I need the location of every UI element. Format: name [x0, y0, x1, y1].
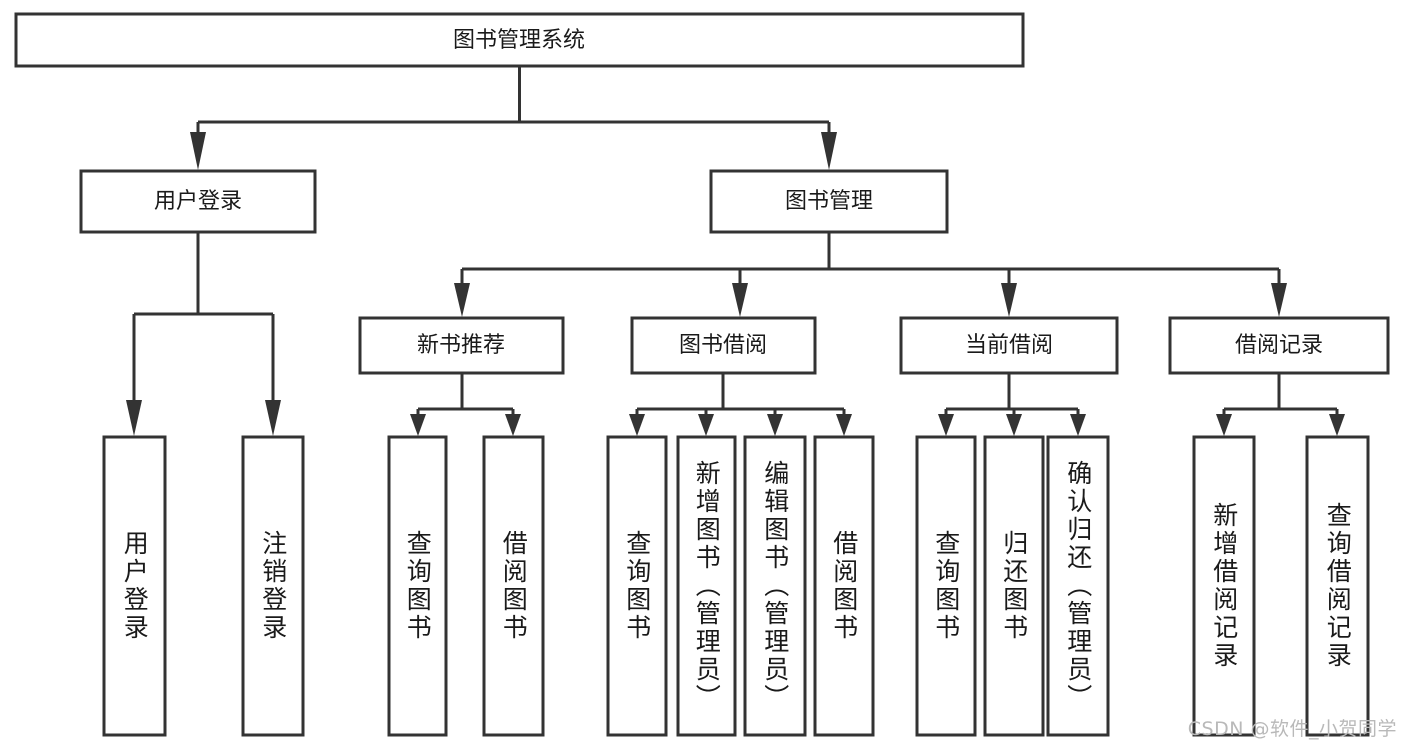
leaf-borrow-book-rec[interactable]	[482, 435, 545, 737]
node-root-box[interactable]	[14, 12, 1025, 68]
leaf-add-borrow-record[interactable]	[1192, 435, 1256, 737]
arrow-to-leaf-return-book	[1006, 414, 1022, 436]
arrow-to-leaf-add-record	[1216, 414, 1232, 436]
leaf-add-borrow-record-box[interactable]	[1192, 435, 1256, 737]
node-borrow-record-label: 借阅记录	[1235, 333, 1323, 358]
leaf-query-book-rec[interactable]	[387, 435, 448, 737]
leaf-query-borrow-record-box[interactable]	[1305, 435, 1370, 737]
node-user-login[interactable]: 用户登录	[79, 169, 317, 234]
node-book-management-box[interactable]	[709, 169, 949, 234]
arrow-to-new-book-rec	[454, 283, 470, 317]
leaf-borrow-book-rec-box[interactable]	[482, 435, 545, 737]
node-book-borrow-box[interactable]	[630, 316, 817, 375]
node-book-management-label: 图书管理	[785, 189, 873, 214]
arrow-to-leaf-query-record	[1329, 414, 1345, 436]
arrow-to-book-manage	[821, 132, 837, 170]
leaf-add-book[interactable]	[676, 435, 737, 737]
arrow-to-user-login	[190, 132, 206, 170]
arrow-to-leaf-query-book-1	[410, 414, 426, 436]
node-current-borrow-box[interactable]	[899, 316, 1119, 375]
node-borrow-record-box[interactable]	[1168, 316, 1390, 375]
node-new-book-recommend[interactable]: 新书推荐	[358, 316, 565, 375]
leaf-confirm-return-box[interactable]	[1046, 435, 1110, 737]
leaf-logout[interactable]	[241, 435, 305, 737]
leaf-borrow-book-box[interactable]	[813, 435, 875, 737]
leaf-query-book-current[interactable]	[915, 435, 977, 737]
leaf-add-book-box[interactable]	[676, 435, 737, 737]
leaf-user-login[interactable]	[102, 435, 167, 737]
node-user-login-label: 用户登录	[154, 189, 242, 214]
node-book-borrow[interactable]: 图书借阅	[630, 316, 817, 375]
leaf-edit-book-box[interactable]	[743, 435, 807, 737]
arrow-to-leaf-query-book-2	[629, 414, 645, 436]
node-new-book-recommend-box[interactable]	[358, 316, 565, 375]
watermark: CSDN @软件_小贺同学	[1187, 718, 1397, 740]
arrow-to-borrow-record	[1271, 283, 1287, 317]
leaf-logout-box[interactable]	[241, 435, 305, 737]
arrow-to-leaf-logout	[265, 400, 281, 436]
node-root-label: 图书管理系统	[453, 28, 585, 53]
node-borrow-record[interactable]: 借阅记录	[1168, 316, 1390, 375]
node-current-borrow[interactable]: 当前借阅	[899, 316, 1119, 375]
arrow-to-leaf-confirm-return	[1070, 414, 1086, 436]
node-user-login-box[interactable]	[79, 169, 317, 234]
arrow-to-leaf-borrow-book-1	[505, 414, 521, 436]
leaf-query-book-borrow[interactable]	[606, 435, 668, 737]
leaf-borrow-book[interactable]	[813, 435, 875, 737]
arrow-to-leaf-edit-book	[767, 414, 783, 436]
leaf-return-book-box[interactable]	[983, 435, 1045, 737]
leaf-confirm-return[interactable]	[1046, 435, 1110, 737]
leaf-user-login-box[interactable]	[102, 435, 167, 737]
arrow-to-book-borrow	[732, 283, 748, 317]
leaf-query-borrow-record[interactable]	[1305, 435, 1370, 737]
leaf-query-book-borrow-box[interactable]	[606, 435, 668, 737]
leaf-query-book-current-box[interactable]	[915, 435, 977, 737]
node-current-borrow-label: 当前借阅	[965, 333, 1053, 358]
leaf-query-book-rec-box[interactable]	[387, 435, 448, 737]
node-new-book-recommend-label: 新书推荐	[417, 333, 505, 358]
node-book-borrow-label: 图书借阅	[679, 333, 767, 358]
leaf-edit-book[interactable]	[743, 435, 807, 737]
connector-layer	[126, 66, 1345, 436]
node-root[interactable]: 图书管理系统	[14, 12, 1025, 68]
arrow-to-leaf-query-book-3	[938, 414, 954, 436]
arrow-to-leaf-add-book	[698, 414, 714, 436]
arrow-to-leaf-user-login	[126, 400, 142, 436]
leaf-return-book[interactable]	[983, 435, 1045, 737]
arrow-to-leaf-borrow-book-2	[836, 414, 852, 436]
node-book-management[interactable]: 图书管理	[709, 169, 949, 234]
arrow-to-current-borrow	[1001, 283, 1017, 317]
